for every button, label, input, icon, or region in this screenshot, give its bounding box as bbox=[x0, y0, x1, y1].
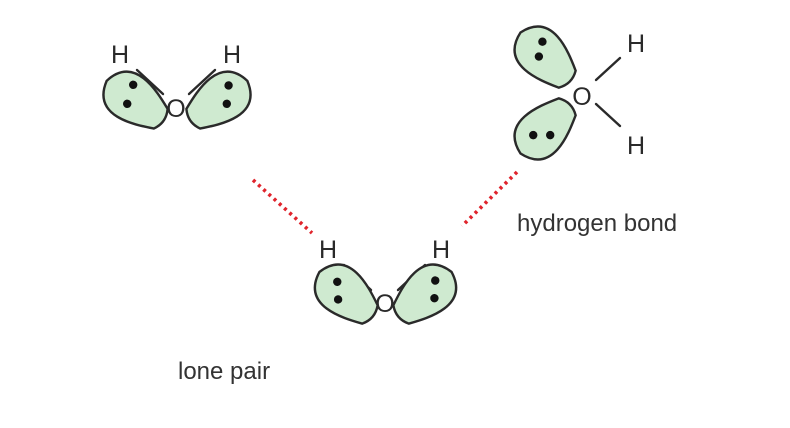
covalent-bond bbox=[594, 102, 622, 128]
electron-dot bbox=[222, 99, 231, 108]
electron-dot bbox=[129, 80, 138, 89]
hydrogen-atom: H bbox=[111, 41, 129, 69]
lone-pair-lobe bbox=[513, 97, 577, 161]
oxygen-atom: O bbox=[166, 95, 185, 123]
hydrogen-bond-line bbox=[251, 178, 314, 235]
electron-dot bbox=[534, 52, 544, 61]
electron-dot bbox=[333, 295, 343, 304]
electron-dot bbox=[538, 37, 547, 46]
water-molecule-top-left: H H O bbox=[102, 41, 252, 130]
covalent-bond bbox=[187, 68, 217, 96]
hydrogen-bond-label: hydrogen bond bbox=[517, 210, 677, 237]
electron-dot bbox=[430, 293, 439, 303]
hydrogen-atom: H bbox=[432, 236, 450, 264]
lone-pair bbox=[513, 25, 577, 89]
lone-pair-lobe bbox=[392, 263, 458, 325]
lone-pair-lobe bbox=[185, 70, 252, 130]
electron-dot bbox=[546, 130, 555, 140]
electron-dot bbox=[123, 99, 132, 108]
lone-pair bbox=[185, 70, 252, 130]
lone-pair-lobe bbox=[102, 70, 169, 130]
oxygen-atom: O bbox=[572, 83, 591, 111]
electron-dot bbox=[333, 277, 342, 286]
oxygen-atom: O bbox=[375, 290, 394, 318]
lone-pair bbox=[102, 70, 169, 130]
lone-pair-label: lone pair bbox=[178, 358, 270, 385]
lone-pair bbox=[313, 263, 379, 325]
hydrogen-bond-line bbox=[460, 170, 519, 228]
lone-pair-lobe bbox=[313, 263, 379, 325]
water-molecule-bottom: H H O bbox=[313, 236, 458, 325]
lone-pair-lobe bbox=[513, 25, 577, 89]
water-molecule-top-right: O H H bbox=[513, 25, 645, 161]
hydrogen-atom: H bbox=[627, 30, 645, 58]
hydrogen-atom: H bbox=[223, 41, 241, 69]
electron-dot bbox=[529, 130, 538, 140]
hydrogen-atom: H bbox=[627, 132, 645, 160]
hydrogen-atom: H bbox=[319, 236, 337, 264]
lone-pair bbox=[392, 263, 458, 325]
covalent-bond bbox=[594, 56, 622, 82]
electron-dot bbox=[224, 81, 233, 90]
lone-pair bbox=[513, 97, 577, 161]
electron-dot bbox=[431, 276, 440, 285]
covalent-bond bbox=[135, 68, 165, 96]
